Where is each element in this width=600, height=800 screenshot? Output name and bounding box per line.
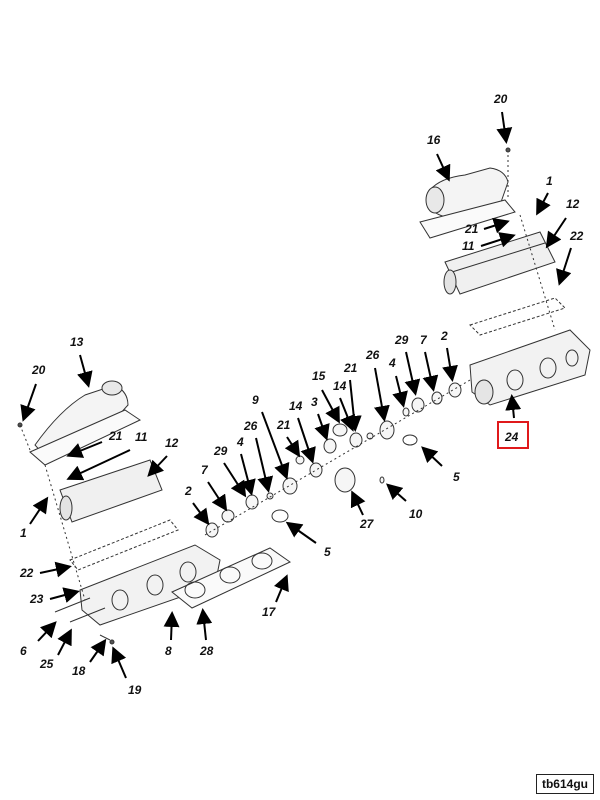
callout-label: 4 <box>236 435 244 449</box>
gasket-22-upper <box>469 297 566 336</box>
callout-label: 14 <box>333 379 347 393</box>
callout-label: 21 <box>276 418 291 432</box>
callout-label: 18 <box>72 664 86 678</box>
gasket-plate-28 <box>171 547 291 609</box>
callout-label: 21 <box>108 429 123 443</box>
callout-label: 20 <box>31 363 46 377</box>
callout-label: 7 <box>420 333 428 347</box>
callout-label: 29 <box>213 444 228 458</box>
callout-label: 9 <box>252 393 259 407</box>
callout-label: 5 <box>453 470 460 484</box>
callout-label: 26 <box>365 348 380 362</box>
callout-label: 19 <box>128 683 142 697</box>
callouts: 20 16 1 12 21 11 22 29 7 2 26 4 21 15 14… <box>19 92 584 697</box>
callout-label: 21 <box>464 222 479 236</box>
callout-label: 27 <box>359 517 375 531</box>
callout-label: 29 <box>394 333 409 347</box>
callout-label: 4 <box>388 356 396 370</box>
callout-label: 12 <box>566 197 580 211</box>
manifold-24 <box>469 329 591 406</box>
callout-label: 13 <box>70 335 84 349</box>
callout-label: 21 <box>343 361 358 375</box>
callout-label: 23 <box>29 592 44 606</box>
callout-label: 3 <box>311 395 318 409</box>
callout-label: 14 <box>289 399 303 413</box>
callout-label: 10 <box>409 507 423 521</box>
callout-label: 7 <box>201 463 209 477</box>
upper-flange-1 <box>419 199 516 239</box>
callout-label: 8 <box>165 644 172 658</box>
callout-label: 11 <box>135 430 148 444</box>
callout-label: 22 <box>569 229 584 243</box>
flange-1-lower <box>29 409 142 466</box>
callout-label-highlighted: 24 <box>504 430 519 444</box>
highlight-box <box>497 421 529 449</box>
upper-right-assembly <box>419 147 591 406</box>
callout-label: 2 <box>440 329 448 343</box>
callout-label: 15 <box>312 369 326 383</box>
callout-label: 2 <box>184 484 192 498</box>
callout-label: 6 <box>20 644 27 658</box>
callout-label: 16 <box>427 133 441 147</box>
callout-label: 20 <box>493 92 508 106</box>
callout-label: 25 <box>39 657 54 671</box>
center-fittings <box>204 379 471 538</box>
callout-label: 1 <box>20 526 27 540</box>
duct-12-lower <box>59 459 163 523</box>
lower-left-assembly <box>17 380 291 645</box>
callout-label: 12 <box>165 436 179 450</box>
callout-label: 17 <box>262 605 277 619</box>
callout-label: 22 <box>19 566 34 580</box>
callout-label: 11 <box>462 239 475 253</box>
callout-label: 1 <box>546 174 553 188</box>
callout-label: 5 <box>324 545 331 559</box>
callout-label: 28 <box>199 644 214 658</box>
figure-id-tag: tb614gu <box>535 774 594 794</box>
callout-label: 26 <box>243 419 258 433</box>
